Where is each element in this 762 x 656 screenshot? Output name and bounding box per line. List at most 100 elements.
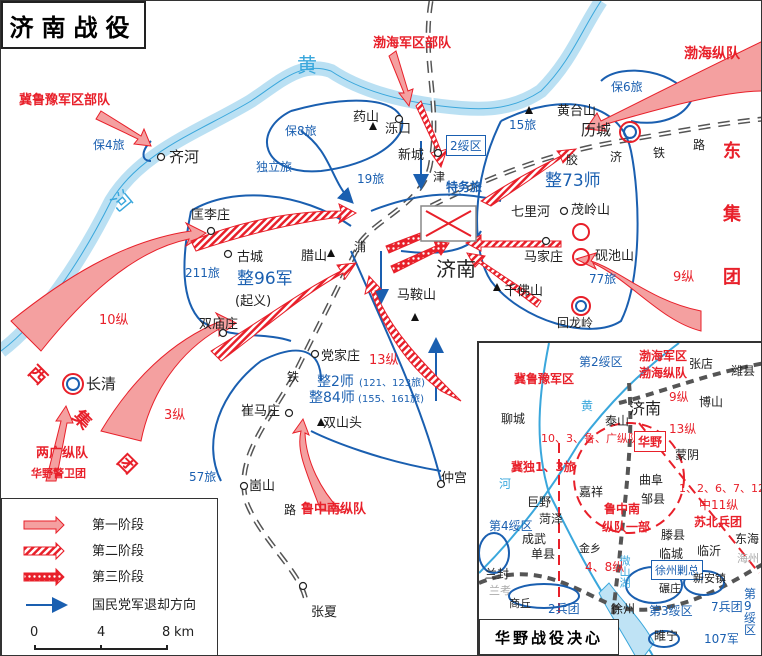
place-label: 茂岭山 <box>571 203 611 218</box>
inset-force: 9纵 <box>669 390 689 404</box>
inset-place: 曲阜 <box>639 473 664 487</box>
force-label: 渤海纵队 <box>684 46 740 62</box>
force-label: 鲁中南纵队 <box>301 502 367 517</box>
unit-label: 整84师 <box>309 390 355 406</box>
inset-map: 第2绥区 第4绥区 第3绥区 第9绥区 2兵团 7兵团 107军 徐州剿总 黄 … <box>477 341 761 655</box>
inset-place: 张店 <box>689 357 714 371</box>
place-label: 仲宫 <box>441 471 468 486</box>
scale-unit: km <box>174 625 195 640</box>
inset-force: 13纵 <box>669 422 697 436</box>
legend-phase3-arrow <box>23 567 65 587</box>
place-label: 马家庄 <box>524 250 564 265</box>
legend-label: 第二阶段 <box>92 544 145 559</box>
inset-place: 东海 <box>735 532 760 546</box>
railway-label: 路 <box>284 503 297 517</box>
inset-place: 聊城 <box>501 412 526 426</box>
unit-label: 保8旅 <box>285 124 317 138</box>
scale-bar <box>34 645 168 650</box>
inset-place: 巨野 <box>527 495 552 509</box>
inset-force: 10、3、鲁、广纵队 <box>541 432 639 445</box>
place-label: 崔马庄 <box>241 404 281 419</box>
inset-place: 金乡 <box>579 542 601 555</box>
inset-place: 单县 <box>531 547 556 561</box>
unit-label: 19旅 <box>357 172 385 186</box>
attack-arrow-lianguang <box>45 404 74 482</box>
inset-place: 睢宁 <box>654 629 679 643</box>
force-label: 10纵 <box>99 313 129 328</box>
force-label: 3纵 <box>164 408 186 423</box>
legend-label: 国民党军退却方向 <box>92 598 197 613</box>
inset-force: 苏北兵团 <box>694 515 743 529</box>
inset-place: 济南 <box>629 399 662 418</box>
attack-arrow-bohai-mr <box>388 50 414 108</box>
unit-label: 77旅 <box>589 272 617 286</box>
inset-lake-label: 微山湖 <box>618 555 631 588</box>
railway-label: 津 <box>433 170 446 184</box>
inset-place: 商丘 <box>509 597 531 610</box>
place-label: 马鞍山 <box>397 288 437 303</box>
map-title: 济南战役 <box>1 1 146 49</box>
inset-unit: 107军 <box>704 632 739 646</box>
unit-label: 整73师 <box>545 171 601 191</box>
place-label: 泺口 <box>385 122 412 137</box>
railway-label: 铁 <box>287 370 300 384</box>
unit-label: 特务旅 <box>446 180 483 194</box>
scale-tick: 0 <box>30 625 39 640</box>
force-label: 13纵 <box>369 353 399 368</box>
place-label: 回龙岭 <box>557 316 594 330</box>
inset-force: 渤海纵队 <box>639 366 688 380</box>
place-label: 长清 <box>86 375 117 393</box>
inset-force: 冀独1、3旅 <box>511 460 576 474</box>
unit-box: 2绥区 <box>446 135 486 156</box>
force-label: 华野警卫团 <box>31 467 86 480</box>
inset-place: 菏泽 <box>539 512 564 526</box>
inset-place: 泰山 <box>605 414 630 428</box>
place-label: 砚池山 <box>595 249 635 264</box>
inset-place: 新安镇 <box>693 572 726 585</box>
place-label: 新城 <box>398 148 425 163</box>
legend: 第一阶段 第二阶段 第三阶段 国民党军退却方向 0 4 8 km <box>1 498 218 655</box>
inset-place: 邹县 <box>641 492 666 506</box>
inset-river-label: 黄 <box>581 399 594 413</box>
force-label: 两广纵队 <box>36 446 89 461</box>
attack-arrow-3col <box>100 311 237 442</box>
railway-label: 铁 <box>653 146 666 160</box>
inset-place: 蒙阴 <box>675 448 700 462</box>
inset-force: 4、8纵 <box>585 560 625 574</box>
inset-weishan-lake <box>598 582 655 655</box>
inset-place: 滕县 <box>661 528 686 542</box>
unit-note: (起义) <box>235 294 272 309</box>
unit-label: 211旅 <box>185 266 220 280</box>
inset-force: 渤海军区 <box>639 349 688 363</box>
inset-force: 鲁中南 <box>604 502 641 516</box>
inset-yellow-river <box>479 343 680 574</box>
inset-huaye-box: 华野 <box>634 431 667 452</box>
place-label: 双山头 <box>323 416 363 431</box>
unit-note: (121、123旅) <box>359 378 425 389</box>
place-label: 济南 <box>436 257 476 281</box>
attack-arrow-10col <box>10 221 208 352</box>
inset-unit: 第2绥区 <box>579 355 623 369</box>
inset-place: 临沂 <box>697 544 722 558</box>
inset-place: 兰考 <box>489 584 511 597</box>
railway-label: 济 <box>610 150 623 164</box>
inset-title: 华野战役决心 <box>479 619 619 655</box>
unit-label: 独立旅 <box>256 160 293 174</box>
railway-label: 浦 <box>354 240 367 254</box>
inset-force: 冀鲁豫军区 <box>514 372 575 386</box>
force-label: 东集团 <box>720 141 741 330</box>
legend-label: 第三阶段 <box>92 570 145 585</box>
inset-place: 徐州 <box>611 602 636 616</box>
legend-phase2-arrow <box>23 541 65 561</box>
unit-label: 15旅 <box>509 118 537 132</box>
legend-phase1-arrow <box>23 515 65 535</box>
scale-tick: 8 <box>162 625 171 640</box>
place-label: 古城 <box>237 250 264 265</box>
place-label: 腊山 <box>301 249 328 264</box>
railway-label: 路 <box>693 138 706 152</box>
place-label: 匡李庄 <box>191 208 231 223</box>
force-label: 冀鲁豫军区部队 <box>19 93 111 108</box>
inset-place: 兰封 <box>485 567 510 581</box>
